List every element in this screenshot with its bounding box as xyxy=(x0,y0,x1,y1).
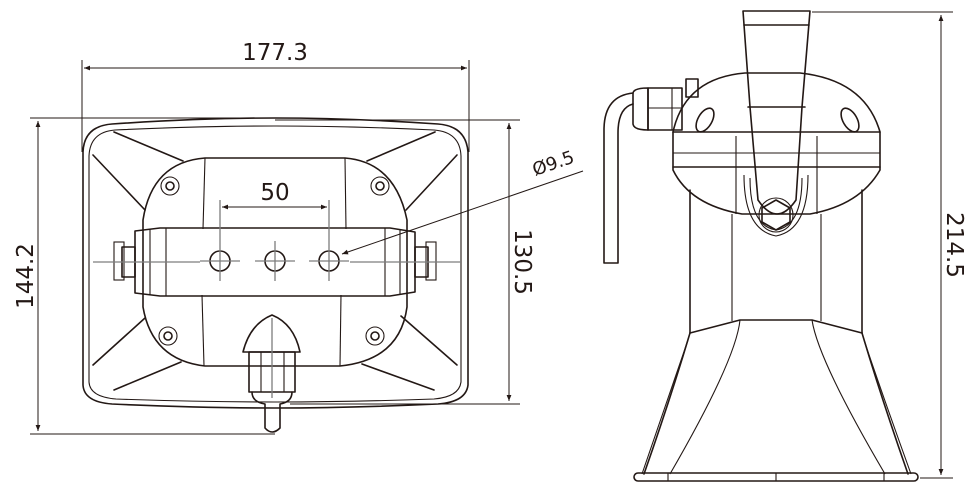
rib-line xyxy=(405,154,458,211)
rib-line xyxy=(400,315,458,366)
dimension-hole-spacing: 50 xyxy=(219,180,330,241)
dim-label-50: 50 xyxy=(260,180,289,206)
dim-label-130-5: 130.5 xyxy=(509,229,535,295)
side-knob-left xyxy=(113,241,136,281)
horn-frame-inner xyxy=(88,125,462,403)
cable xyxy=(603,92,634,264)
corner-screw-icon xyxy=(370,176,390,196)
dimension-overall-height-side: 214.5 xyxy=(812,11,967,479)
cable-gland xyxy=(242,314,301,433)
horn-frame-outer xyxy=(82,117,469,409)
front-view: 177.3 144.2 130.5 xyxy=(13,40,584,435)
dimension-overall-width: 177.3 xyxy=(81,40,470,152)
corner-screw-icon xyxy=(158,326,178,346)
mounting-bracket xyxy=(134,227,416,297)
rib-line xyxy=(92,317,146,366)
corner-screw-icon xyxy=(160,176,180,196)
dim-label-214-5: 214.5 xyxy=(941,212,967,278)
rib-line xyxy=(361,363,435,391)
dimension-body-height: 130.5 xyxy=(275,119,535,405)
dimension-hole-diameter: Ø9.5 xyxy=(341,147,584,255)
vent-slot xyxy=(840,107,860,133)
horn-flare xyxy=(633,319,919,482)
mounting-hole-icon xyxy=(255,241,295,281)
mounting-hole-icon xyxy=(309,241,349,281)
body-seam xyxy=(202,157,206,230)
body-seam xyxy=(339,294,342,367)
body-seam xyxy=(344,157,347,230)
dim-label-144-2: 144.2 xyxy=(13,243,39,309)
hex-bolt-icon xyxy=(761,199,791,231)
driver-head xyxy=(672,72,881,215)
bracket-arm xyxy=(742,10,811,215)
dimension-height-with-cable: 144.2 xyxy=(13,117,280,435)
rib-line xyxy=(113,131,184,162)
mounting-hole-icon xyxy=(200,241,240,281)
dim-label-177-3: 177.3 xyxy=(242,40,308,66)
side-view: 214.5 xyxy=(603,10,967,482)
body-seam xyxy=(201,294,205,367)
rib-line xyxy=(92,154,146,211)
rib-line xyxy=(113,361,182,391)
side-cable-gland xyxy=(632,78,699,131)
corner-screw-icon xyxy=(365,326,385,346)
rib-line xyxy=(366,131,436,162)
vent-slot xyxy=(695,107,715,133)
side-knob-right xyxy=(414,241,437,281)
